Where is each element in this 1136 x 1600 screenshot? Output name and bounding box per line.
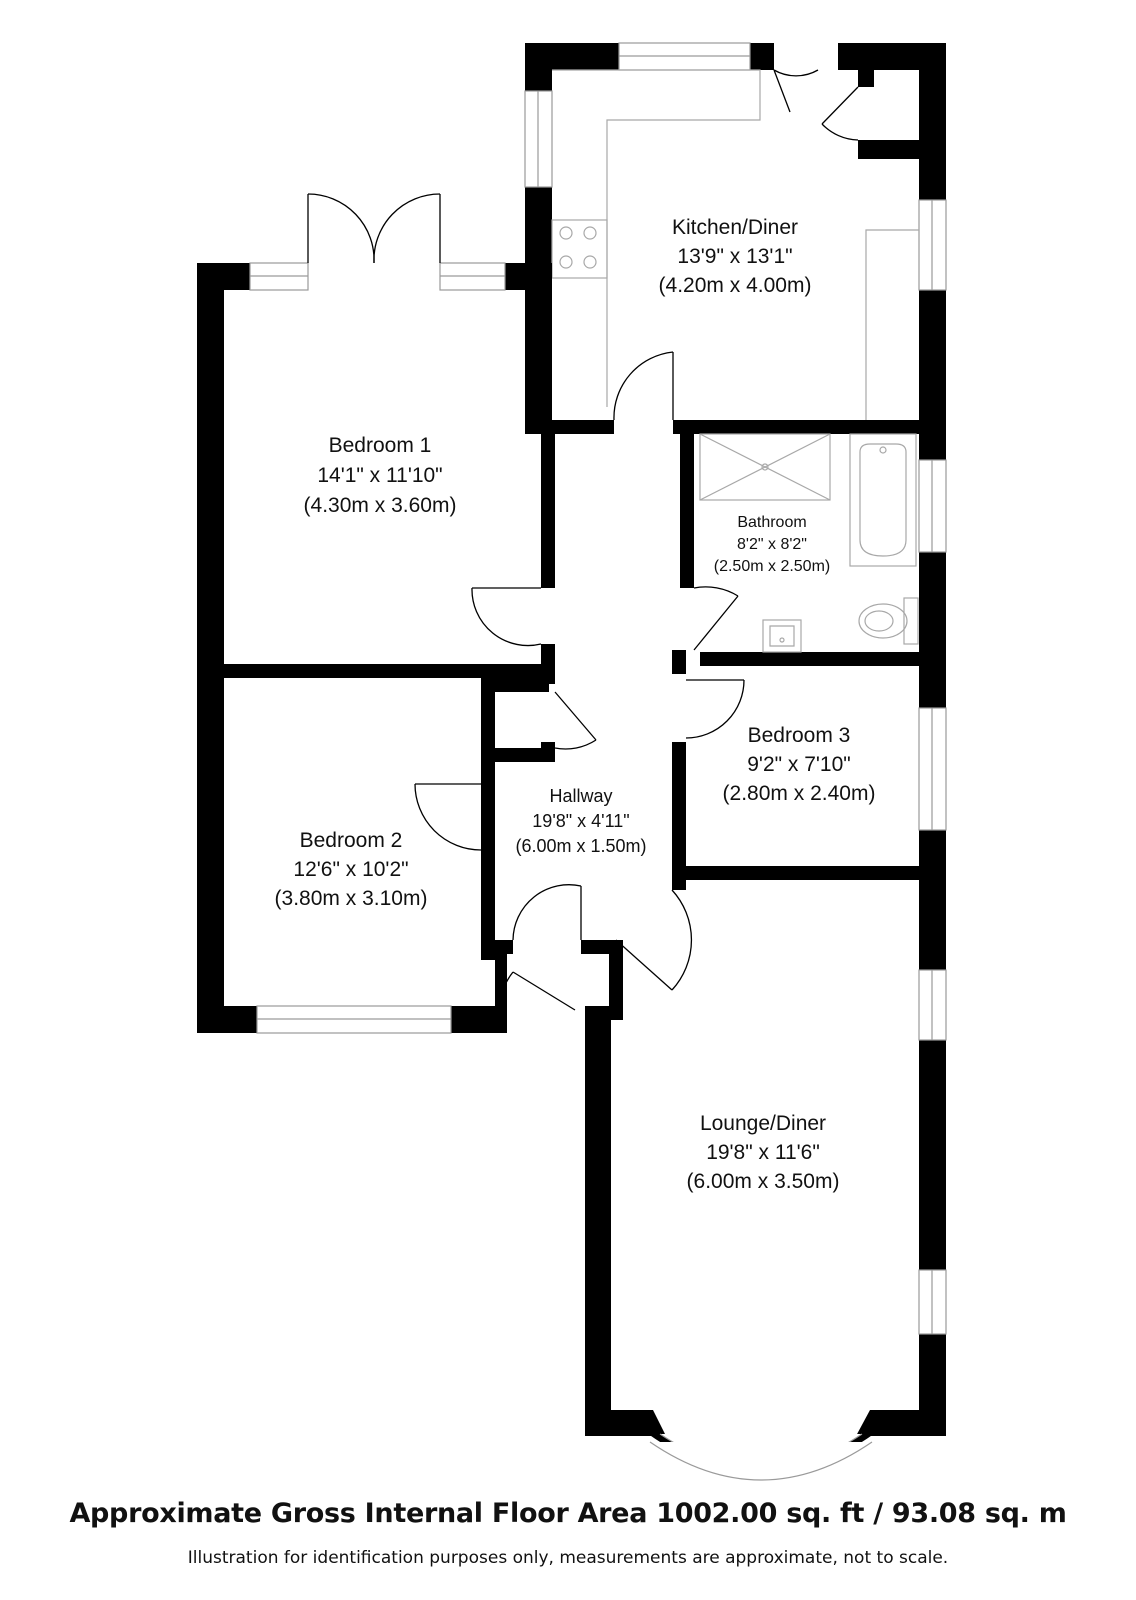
bathroom-fixtures: [699, 433, 919, 653]
hallway-walls: [481, 678, 686, 960]
kitchen-diner-walls: [525, 43, 946, 434]
bathroom-walls: [672, 420, 946, 708]
room-name: Kitchen/Diner: [672, 216, 798, 239]
bedroom3-walls: [672, 742, 946, 970]
room-label-bedroom2: Bedroom 2 12'6" x 10'2" (3.80m x 3.10m): [275, 829, 428, 910]
room-label-kitchen: Kitchen/Diner 13'9" x 13'1" (4.20m x 4.0…: [659, 216, 812, 297]
bathroom-window: [918, 459, 947, 553]
room-label-hallway: Hallway 19'8" x 4'11" (6.00m x 1.50m): [515, 786, 646, 856]
room-name: Bathroom: [737, 514, 806, 531]
bedroom3-window: [918, 707, 947, 831]
kitchen-back-door: [773, 69, 859, 141]
lounge-door: [615, 889, 693, 991]
bedroom1-french-doors: [307, 193, 441, 264]
room-name: Hallway: [549, 786, 612, 806]
bedroom1-walls: [197, 263, 555, 1033]
room-label-bathroom: Bathroom 8'2" x 8'2" (2.50m x 2.50m): [714, 514, 830, 575]
room-size-metric: (6.00m x 3.50m): [687, 1170, 840, 1193]
room-size-imperial: 19'8" x 11'6": [706, 1141, 820, 1164]
room-name: Bedroom 3: [748, 724, 851, 747]
room-size-metric: (2.50m x 2.50m): [714, 558, 830, 575]
room-size-imperial: 8'2" x 8'2": [737, 536, 807, 553]
lounge-bay-window: [640, 1410, 882, 1481]
disclaimer-note: Illustration for identification purposes…: [187, 1548, 949, 1568]
room-name: Bedroom 1: [329, 434, 432, 457]
room-label-bedroom3: Bedroom 3 9'2" x 7'10" (2.80m x 2.40m): [723, 724, 876, 805]
room-size-imperial: 13'9" x 13'1": [677, 245, 792, 268]
room-label-lounge: Lounge/Diner 19'8" x 11'6" (6.00m x 3.50…: [687, 1112, 840, 1193]
room-label-bedroom1: Bedroom 1 14'1" x 11'10" (4.30m x 3.60m): [304, 434, 457, 517]
room-size-imperial: 19'8" x 4'11": [532, 811, 629, 831]
room-size-imperial: 14'1" x 11'10": [317, 464, 442, 487]
room-size-metric: (6.00m x 1.50m): [515, 836, 646, 856]
lounge-walls: [585, 880, 946, 1436]
cupboard-door: [554, 691, 597, 750]
room-name: Lounge/Diner: [700, 1112, 826, 1135]
room-size-metric: (4.20m x 4.00m): [659, 274, 812, 297]
bedroom1-door: [471, 587, 542, 647]
bathroom-door: [693, 586, 739, 651]
bedroom1-windows: [249, 262, 506, 291]
floor-area-caption: Approximate Gross Internal Floor Area 10…: [69, 1498, 1067, 1529]
bedroom3-door: [685, 679, 745, 739]
lounge-windows: [918, 969, 947, 1335]
kitchen-windows: [524, 42, 947, 291]
bedroom2-walls: [197, 954, 507, 1033]
room-size-metric: (2.80m x 2.40m): [723, 782, 876, 805]
kitchen-worktops: [551, 69, 919, 420]
room-size-metric: (3.80m x 3.10m): [275, 887, 428, 910]
room-size-imperial: 12'6" x 10'2": [293, 858, 408, 881]
room-size-metric: (4.30m x 3.60m): [304, 494, 457, 517]
room-name: Bedroom 2: [300, 829, 403, 852]
bedroom2-window: [256, 1005, 452, 1034]
kitchen-door: [613, 351, 674, 421]
room-size-imperial: 9'2" x 7'10": [747, 753, 851, 776]
bedroom2-door: [414, 783, 482, 851]
